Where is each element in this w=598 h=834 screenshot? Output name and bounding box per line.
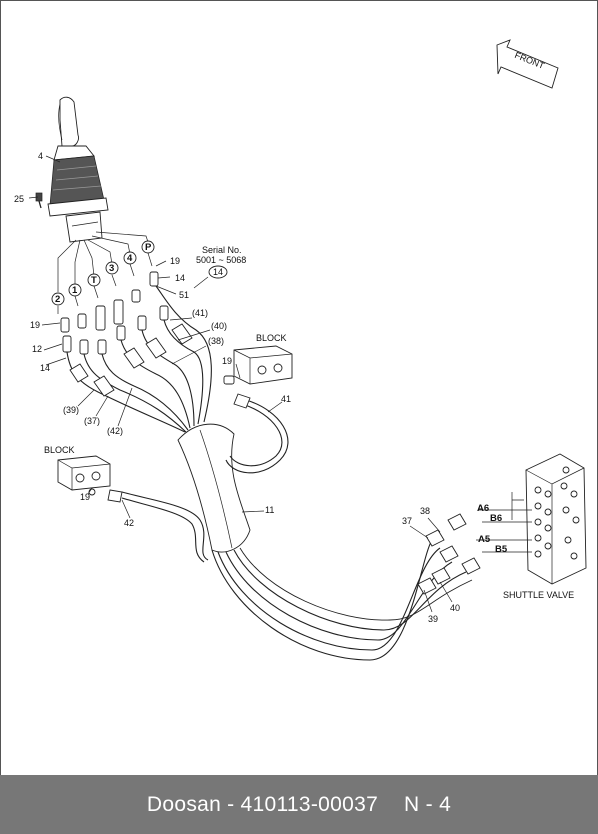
footer-brand: Doosan: [146, 792, 222, 816]
callout-42-paren: (42): [107, 426, 123, 436]
port-4-circle: 4: [123, 251, 137, 265]
hose-41: [225, 393, 289, 474]
serial-note: Serial No. 5001 ~ 5068 14: [196, 245, 246, 279]
callout-41: 41: [281, 394, 291, 404]
callout-40: 40: [450, 603, 460, 613]
hose-bundle-upper: [66, 285, 212, 433]
serial-note-line2: 5001 ~ 5068: [196, 255, 246, 265]
port-label-b6: B6: [490, 513, 502, 524]
port-fittings: [60, 271, 169, 355]
left-block-icon: [57, 455, 111, 496]
port-label-b5: B5: [495, 544, 508, 555]
protective-sleeve: [177, 423, 251, 553]
hose-bundle-lower: [211, 513, 481, 661]
callout-37: 37: [402, 516, 412, 526]
callout-42: 42: [124, 518, 134, 528]
callout-37-paren: (37): [84, 416, 100, 426]
callout-38: 38: [420, 506, 430, 516]
callout-19a: 19: [170, 256, 180, 266]
callout-19c: 19: [222, 356, 232, 366]
callout-51: 51: [179, 290, 189, 300]
port-lead-lines: [57, 231, 153, 314]
block-label-left: BLOCK: [44, 445, 75, 455]
port-number-4: 4: [127, 253, 133, 264]
block-label-right: BLOCK: [256, 333, 287, 343]
hydraulic-diagram: FRONT 2 1 T 3 4 P: [14, 39, 587, 661]
port-1-circle: 1: [68, 283, 82, 297]
callout-12: 12: [32, 344, 42, 354]
right-block-icon: [223, 345, 293, 385]
footer-page: N - 4: [404, 792, 452, 816]
port-number-t: T: [91, 275, 97, 286]
callout-4: 4: [38, 151, 43, 161]
port-label-a5: A5: [478, 534, 491, 545]
callout-25: 25: [14, 194, 24, 204]
callout-39: 39: [428, 614, 438, 624]
footer-part-number: - 410113-00037: [227, 792, 379, 816]
port-3-circle: 3: [105, 261, 119, 275]
port-number-3: 3: [109, 263, 114, 274]
callout-19b: 19: [30, 320, 40, 330]
footer-bar: Doosan - 410113-00037 N - 4: [0, 775, 598, 834]
shuttle-valve-label: SHUTTLE VALVE: [503, 590, 574, 600]
callout-leaders: [28, 155, 453, 613]
callout-14b: 14: [40, 363, 50, 373]
callout-19d: 19: [80, 492, 90, 502]
port-number-2: 2: [55, 294, 60, 305]
joystick-lever: [47, 96, 109, 243]
front-arrow-icon: FRONT: [496, 39, 559, 89]
port-2-circle: 2: [51, 292, 65, 306]
callout-14a: 14: [175, 273, 185, 283]
port-number-1: 1: [72, 285, 78, 296]
callout-39-paren: (39): [63, 405, 79, 415]
port-t-circle: T: [87, 273, 101, 287]
callout-41-paren: (41): [192, 308, 208, 318]
callout-38-paren: (38): [208, 336, 224, 346]
bolt-icon: [35, 192, 43, 209]
callout-labels: 4 25 19 14 51 (41) (40) (38) 19 12 14 (3…: [14, 151, 460, 624]
port-label-a6: A6: [477, 503, 489, 514]
port-number-p: P: [145, 242, 152, 253]
callout-40-paren: (40): [211, 321, 227, 331]
serial-note-line1: Serial No.: [202, 245, 242, 255]
hose-42: [107, 489, 209, 563]
port-p-circle: P: [141, 240, 155, 254]
serial-callout-number: 14: [213, 267, 223, 277]
callout-11: 11: [265, 505, 274, 515]
shuttle-valve-icon: [476, 453, 587, 585]
port-number-circles: 2 1 T 3 4 P: [51, 240, 155, 306]
